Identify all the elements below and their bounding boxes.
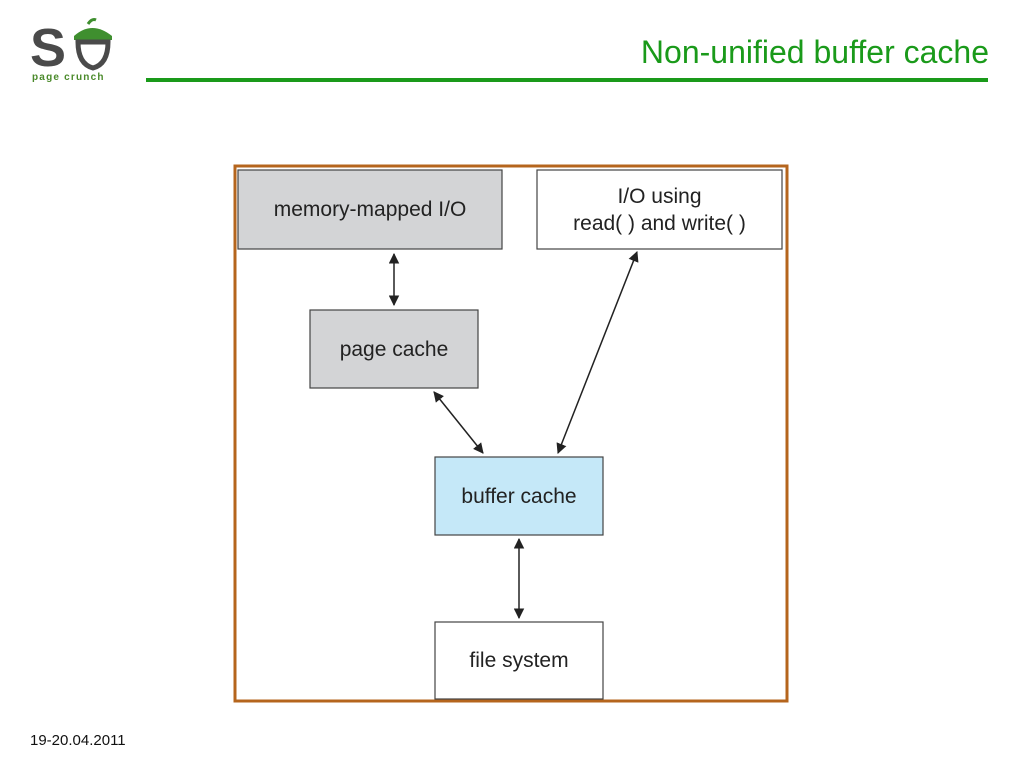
title-divider — [146, 78, 988, 82]
memory-mapped-io-label: memory-mapped I/O — [273, 198, 467, 221]
diagram-graphics — [233, 164, 789, 703]
page-crunch-logo: S — [30, 14, 120, 84]
file-system-box — [434, 621, 604, 700]
diagram-frame — [233, 164, 789, 703]
file-system-label: file system — [469, 649, 569, 672]
io-read-write-box — [536, 169, 783, 250]
io-read-write-line2: read( ) and write( ) — [573, 211, 746, 235]
slide-title: Non-unified buffer cache — [640, 34, 989, 70]
memory-mapped-io-box — [237, 169, 503, 250]
io-read-write-line1: I/O using — [617, 184, 702, 208]
buffer-cache-box — [434, 456, 604, 536]
page-cache-box — [309, 309, 479, 389]
buffer-cache-label: buffer cache — [461, 484, 577, 508]
page-cache-label: page cache — [339, 337, 449, 361]
buffer-cache-diagram: memory-mapped I/O I/O using read( ) and … — [233, 164, 789, 703]
svg-text:S: S — [30, 18, 66, 74]
footer-date: 19-20.04.2011 — [30, 732, 126, 749]
io-read-write-label: I/O using read( ) and write( ) — [537, 170, 782, 249]
arrow-page-cache-buffer-cache — [433, 391, 484, 454]
acorn-logo-icon: S — [30, 18, 112, 78]
logo-text: page crunch — [32, 72, 105, 83]
arrow-io-buffer-cache — [556, 251, 639, 454]
